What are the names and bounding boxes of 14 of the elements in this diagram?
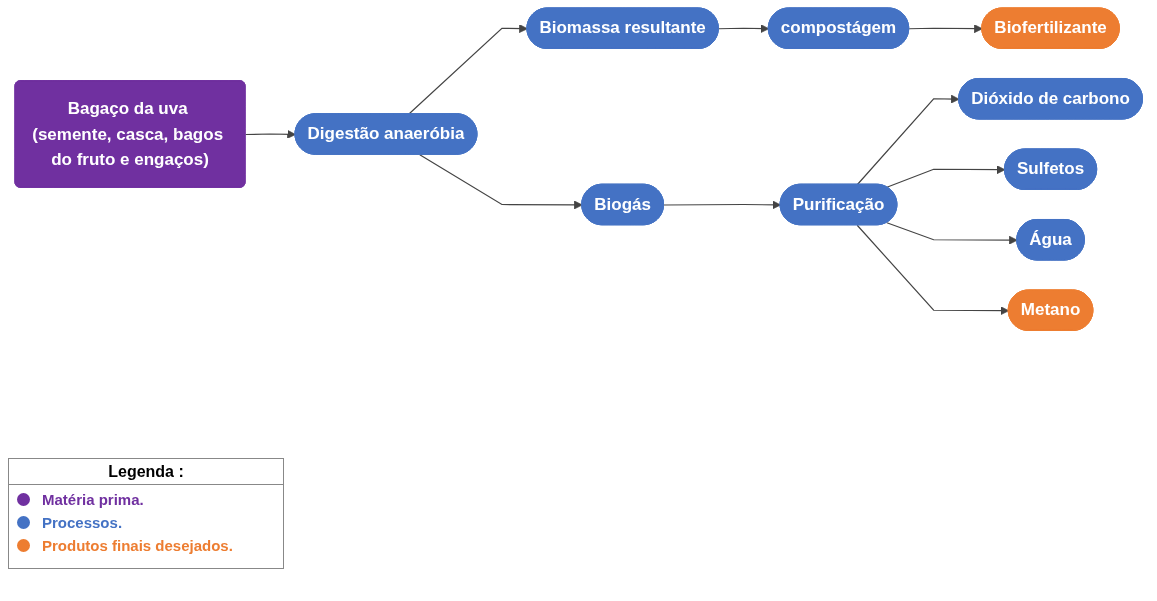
- legend-text: Processos.: [42, 514, 123, 531]
- arrow: [856, 224, 1009, 316]
- arrow: [663, 200, 781, 210]
- arrow: [908, 24, 983, 34]
- arrow: [407, 24, 528, 115]
- arrow: [886, 222, 1018, 245]
- arrow: [418, 154, 583, 210]
- arrow: [886, 165, 1006, 188]
- legend-text: Produtos finais desejados.: [42, 537, 233, 554]
- arrow: [244, 129, 296, 139]
- arrow: [718, 24, 769, 33]
- arrow: [856, 94, 960, 186]
- legend-text: Matéria prima.: [42, 491, 144, 508]
- legend-title: Legenda :: [9, 463, 283, 485]
